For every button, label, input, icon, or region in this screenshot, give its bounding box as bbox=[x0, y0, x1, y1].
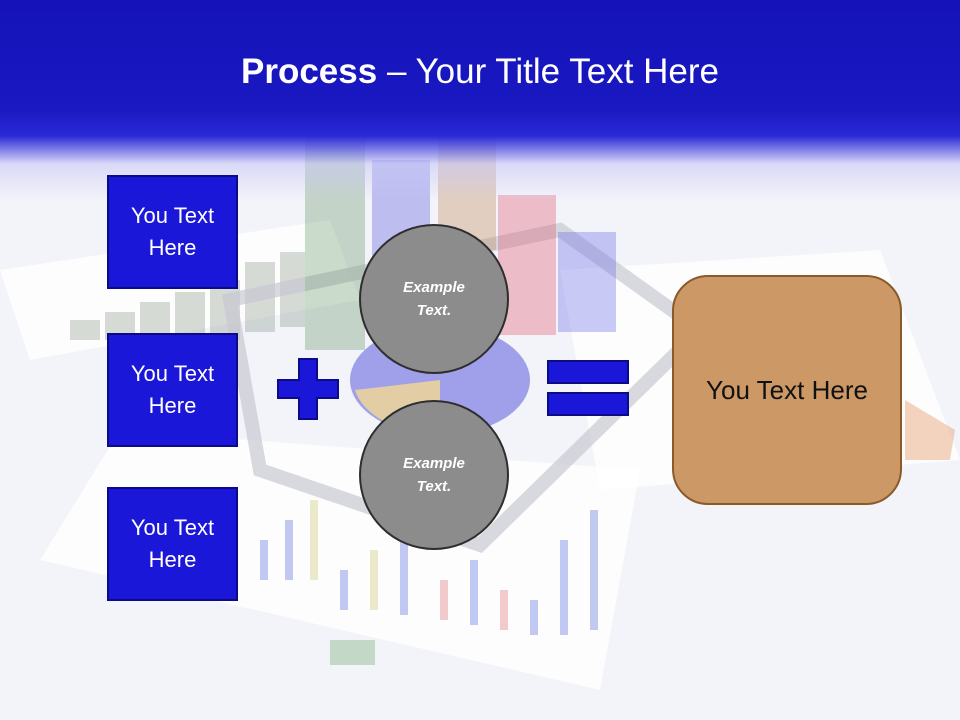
circle-2-label: Example Text. bbox=[403, 455, 465, 495]
title-bar bbox=[0, 0, 960, 200]
text-box-1[interactable]: You Text Here bbox=[107, 175, 238, 289]
circle-1-label: Example Text. bbox=[403, 279, 465, 319]
title-rest: – Your Title Text Here bbox=[377, 52, 719, 91]
equals-icon bbox=[547, 360, 629, 416]
text-box-1-label: You Text Here bbox=[130, 203, 215, 260]
text-box-2[interactable]: You Text Here bbox=[107, 333, 238, 447]
circle-2[interactable]: Example Text. bbox=[359, 400, 509, 550]
text-box-2-label: You Text Here bbox=[130, 361, 215, 418]
result-box[interactable]: You Text Here bbox=[672, 275, 902, 505]
plus-icon bbox=[277, 358, 339, 420]
circle-1[interactable]: Example Text. bbox=[359, 224, 509, 374]
text-box-3-label: You Text Here bbox=[130, 515, 215, 572]
title-bold: Process bbox=[241, 52, 378, 91]
slide-title: Process – Your Title Text Here bbox=[0, 52, 960, 92]
result-box-label: You Text Here bbox=[706, 374, 868, 405]
text-box-3[interactable]: You Text Here bbox=[107, 487, 238, 601]
